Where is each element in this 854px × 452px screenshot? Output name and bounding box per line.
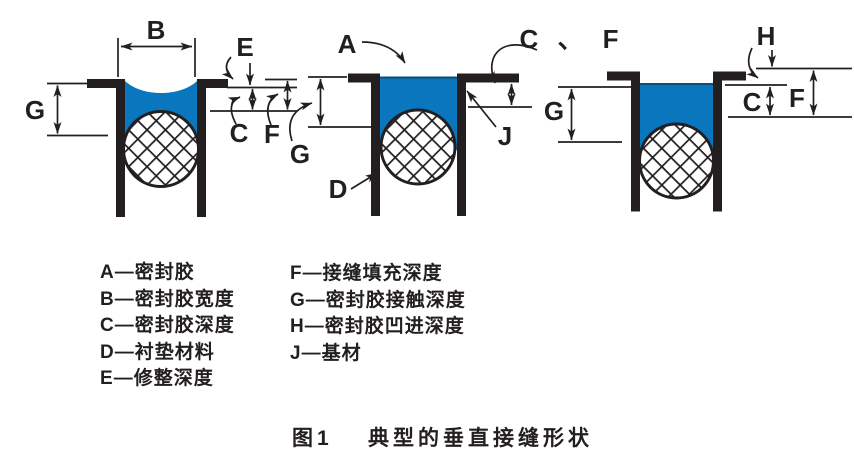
legend-item-G: G—密封胶接触深度 xyxy=(290,289,466,311)
joint-diagram-recessed: G H C F xyxy=(544,21,852,212)
substrate-flange-left xyxy=(607,71,640,81)
label-E: E xyxy=(236,32,253,62)
legend-item-H: H—密封胶凹进深度 xyxy=(290,316,465,337)
dimension-lines-d1 xyxy=(47,38,297,137)
legend-item-J: J—基材 xyxy=(290,342,362,364)
leader-C xyxy=(227,96,241,125)
label-H: H xyxy=(757,21,776,51)
label-C: C xyxy=(230,118,249,148)
leader-CF xyxy=(487,44,538,84)
legend-item-E: E—修整深度 xyxy=(100,368,214,389)
label-A: A xyxy=(338,29,357,59)
leader-D xyxy=(350,172,378,190)
joint-diagram-flush: A C 、 F J D G xyxy=(289,24,624,216)
joint-diagrams-canvas: B E C F G xyxy=(25,15,852,217)
leader-E xyxy=(221,56,234,80)
label-D: D xyxy=(329,174,348,204)
backer-rod-hatch xyxy=(123,111,199,187)
label-G-left: G xyxy=(290,139,310,169)
label-C: C xyxy=(743,87,762,117)
joint-diagram-concave: B E C F G xyxy=(25,15,297,217)
substrate-flange-right xyxy=(713,71,746,81)
dimension-lines-d2 xyxy=(289,41,538,190)
legend-item-C: C—密封胶深度 xyxy=(100,315,235,336)
figure-title: 典型的垂直接缝形状 xyxy=(368,427,593,450)
dimension-lines-d3 xyxy=(558,47,852,143)
backer-rod-hatch xyxy=(381,110,455,184)
substrate-bar-left xyxy=(631,71,640,212)
label-B: B xyxy=(147,15,166,45)
substrate-bar-right xyxy=(197,79,206,217)
label-C-F: C 、 F xyxy=(519,24,624,54)
leader-A xyxy=(361,41,406,64)
substrate-bar-right xyxy=(457,73,466,216)
substrate-bar-left xyxy=(116,79,125,217)
label-G: G xyxy=(25,95,45,125)
substrate-flange-right xyxy=(197,79,228,88)
legend-item-D: D—衬垫材料 xyxy=(100,341,215,363)
legend-item-A: A—密封胶 xyxy=(100,262,195,283)
legend-item-F: F—接缝填充深度 xyxy=(290,263,443,284)
label-J: J xyxy=(498,121,512,151)
leader-J xyxy=(466,90,497,128)
substrate-flange-left xyxy=(348,73,380,83)
label-G: G xyxy=(544,96,564,126)
label-F: F xyxy=(264,119,280,149)
substrate-bar-right xyxy=(713,71,722,212)
label-F: F xyxy=(789,83,805,113)
substrate-flange-left xyxy=(87,79,125,88)
legend-item-B: B—密封胶宽度 xyxy=(100,288,235,310)
backer-rod-hatch xyxy=(639,124,714,198)
leader-H xyxy=(746,47,759,79)
figure-number: 图1 xyxy=(292,427,333,450)
substrate-flange-right xyxy=(457,73,519,83)
leader-G-left xyxy=(289,102,313,142)
substrate-bar-left xyxy=(371,73,380,216)
leader-F xyxy=(266,93,279,126)
